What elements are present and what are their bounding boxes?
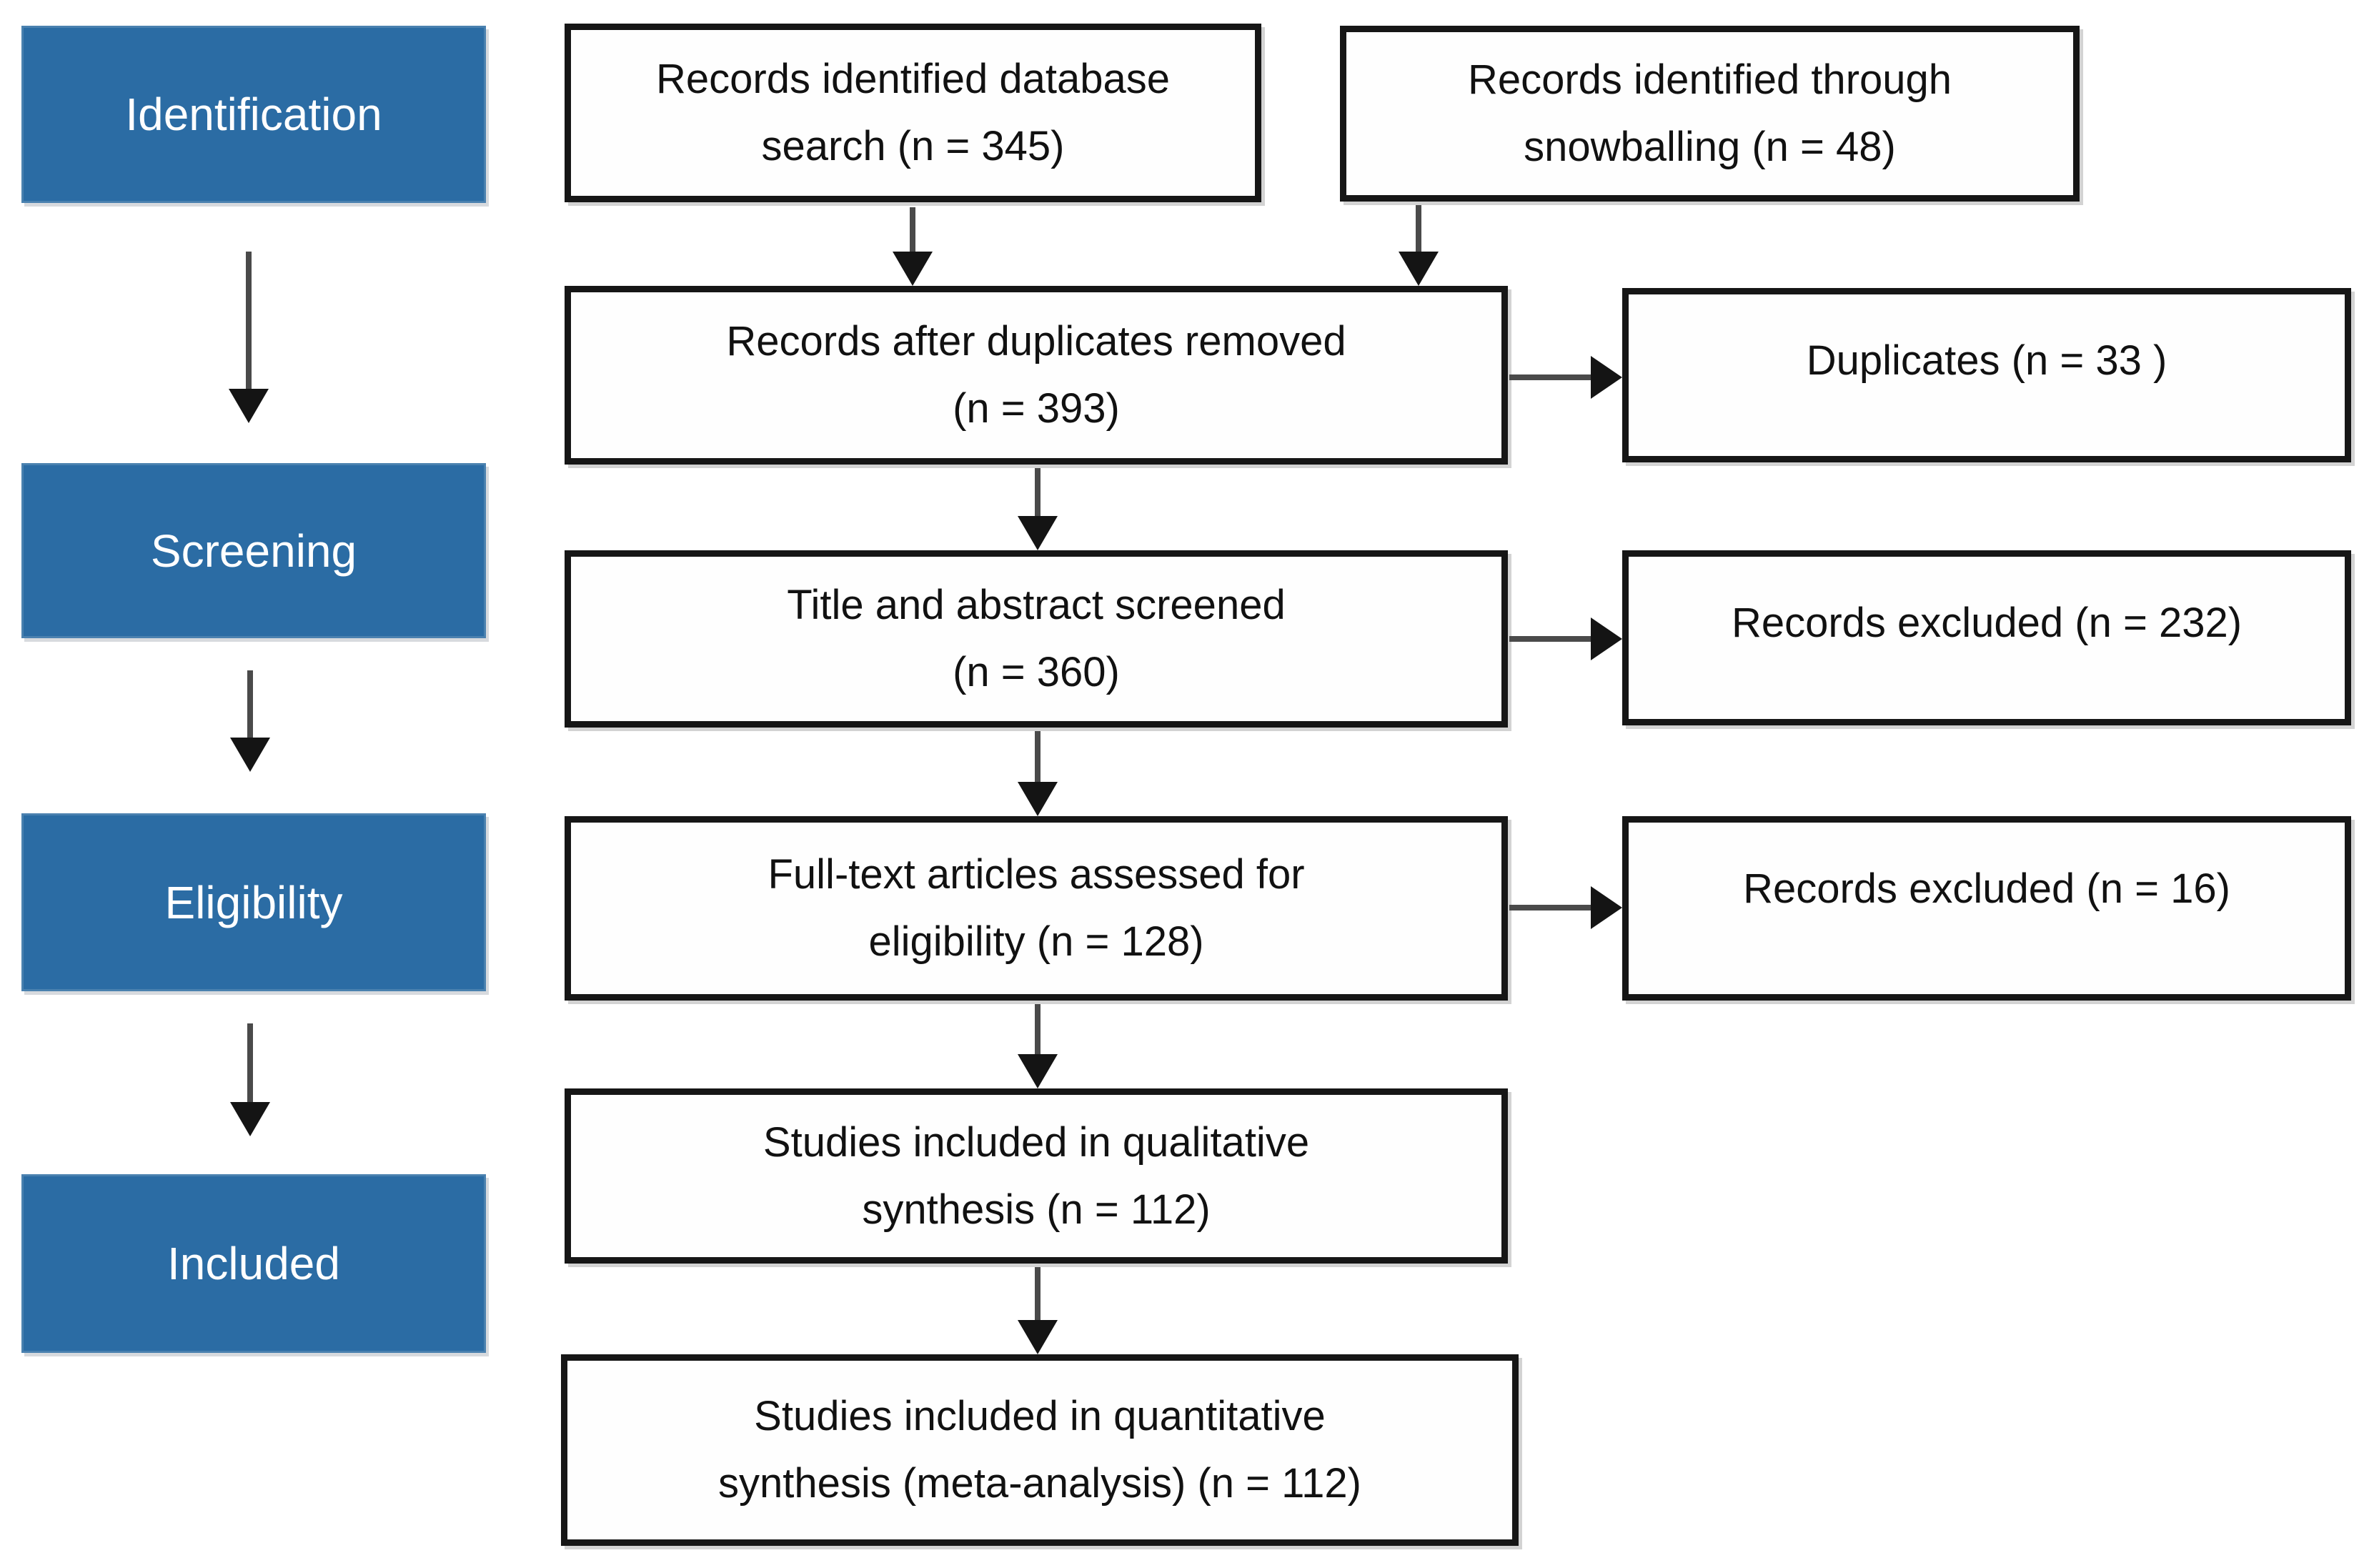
box-quantitative-synthesis: Studies included in quantitative synthes… [561, 1354, 1519, 1546]
box-title-abstract-screened: Title and abstract screened (n = 360) [565, 550, 1508, 728]
stage-label-eligibility: Eligibility [21, 813, 486, 991]
arrow-identification-to-screening [219, 252, 279, 423]
stage-label-included: Included [21, 1174, 486, 1353]
box-fulltext-assessed: Full-text articles assessed for eligibil… [565, 816, 1508, 1001]
arrow-to-excluded-fulltext-box [1509, 880, 1622, 935]
arrow-to-excluded-screening-box [1509, 612, 1622, 666]
arrow-eligibility-to-included [220, 1023, 280, 1136]
box-records-after-duplicates-removed: Records after duplicates removed (n = 39… [565, 286, 1508, 465]
box-qualitative-synthesis: Studies included in qualitative synthesi… [565, 1088, 1508, 1264]
box-records-excluded-screening: Records excluded (n = 232) [1622, 550, 2351, 725]
box-records-identified-snowballing: Records identified through snowballing (… [1340, 26, 2080, 202]
stage-label-identification: Identification [21, 26, 486, 203]
box-records-excluded-fulltext: Records excluded (n = 16) [1622, 816, 2351, 1001]
arrow-duplicates-removed-to-screened [1008, 468, 1068, 550]
stage-label-screening: Screening [21, 463, 486, 638]
box-records-identified-database-search: Records identified database search (n = … [565, 24, 1261, 202]
arrow-qualitative-to-quantitative [1008, 1267, 1068, 1354]
arrow-dbsearch-to-duplicates-removed [883, 207, 943, 286]
arrow-screening-to-eligibility [220, 670, 280, 772]
arrow-screened-to-fulltext [1008, 731, 1068, 816]
arrow-fulltext-to-qualitative [1008, 1004, 1068, 1088]
arrow-to-duplicates-box [1509, 350, 1622, 405]
box-duplicates: Duplicates (n = 33 ) [1622, 288, 2351, 462]
arrow-snowballing-to-duplicates-removed [1389, 205, 1449, 286]
